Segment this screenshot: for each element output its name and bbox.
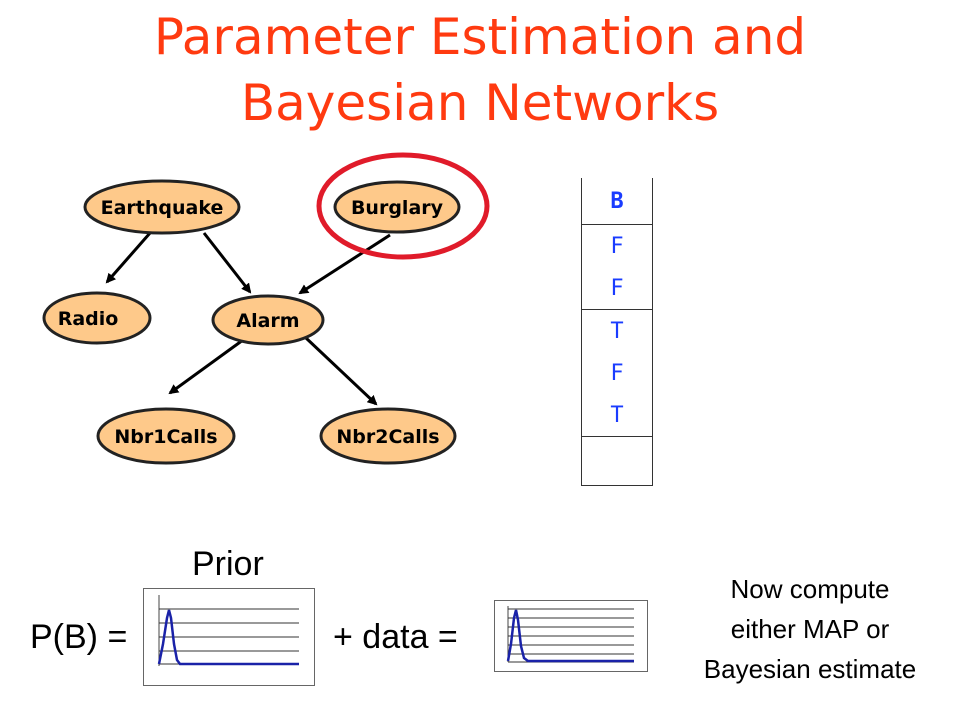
table-cell: F bbox=[581, 352, 653, 394]
node-label-nbr1calls: Nbr1Calls bbox=[114, 426, 217, 448]
title-line-2: Bayesian Networks bbox=[240, 74, 720, 132]
edge-earthquake-alarm bbox=[202, 232, 252, 294]
node-label-radio: Radio bbox=[58, 308, 119, 330]
table-cell: F bbox=[581, 267, 653, 310]
prior-label: Prior bbox=[192, 545, 264, 583]
table-header-row: B bbox=[581, 178, 653, 225]
note-line-2: either MAP or bbox=[730, 614, 890, 644]
table-row: F bbox=[581, 352, 653, 394]
posterior-distribution-chart bbox=[494, 600, 648, 672]
formula-middle: + data = bbox=[333, 618, 458, 656]
burglary-data-table: B F F T F T bbox=[581, 178, 653, 486]
prior-distribution-chart bbox=[143, 588, 315, 686]
table-row: T bbox=[581, 394, 653, 437]
title-line-1: Parameter Estimation and bbox=[153, 8, 807, 66]
edge-burglary-alarm bbox=[298, 233, 391, 295]
node-label-nbr2calls: Nbr2Calls bbox=[336, 426, 439, 448]
note-line-3: Bayesian estimate bbox=[703, 654, 917, 684]
note-line-1: Now compute bbox=[730, 574, 890, 604]
node-alarm: Alarm bbox=[211, 294, 325, 346]
table-row: F bbox=[581, 224, 653, 267]
edge-earthquake-radio bbox=[105, 232, 152, 284]
node-burglary: Burglary bbox=[333, 180, 461, 234]
table-cell bbox=[581, 436, 653, 486]
node-earthquake: Earthquake bbox=[83, 179, 241, 235]
table-cell: F bbox=[581, 224, 653, 267]
edge-alarm-nbr1calls bbox=[168, 338, 244, 395]
prior-curve bbox=[157, 609, 299, 666]
table-header-cell: B bbox=[581, 178, 653, 225]
bayes-network-diagram: Earthquake Burglary Radio Alarm Nbr1Call… bbox=[42, 152, 490, 465]
table-row bbox=[581, 436, 653, 486]
table-row: F bbox=[581, 267, 653, 310]
node-nbr1calls: Nbr1Calls bbox=[96, 407, 236, 465]
table-cell: T bbox=[581, 394, 653, 437]
node-nbr2calls: Nbr2Calls bbox=[319, 407, 457, 465]
node-label-burglary: Burglary bbox=[351, 197, 444, 219]
table-cell: T bbox=[581, 309, 653, 352]
node-label-alarm: Alarm bbox=[236, 310, 299, 332]
formula-lhs: P(B) = bbox=[30, 618, 128, 656]
highlight-circle bbox=[316, 152, 490, 260]
posterior-curve bbox=[506, 609, 634, 663]
edge-alarm-nbr2calls bbox=[304, 336, 378, 406]
node-label-earthquake: Earthquake bbox=[101, 197, 224, 219]
node-radio: Radio bbox=[42, 291, 152, 345]
table-row: T bbox=[581, 309, 653, 352]
